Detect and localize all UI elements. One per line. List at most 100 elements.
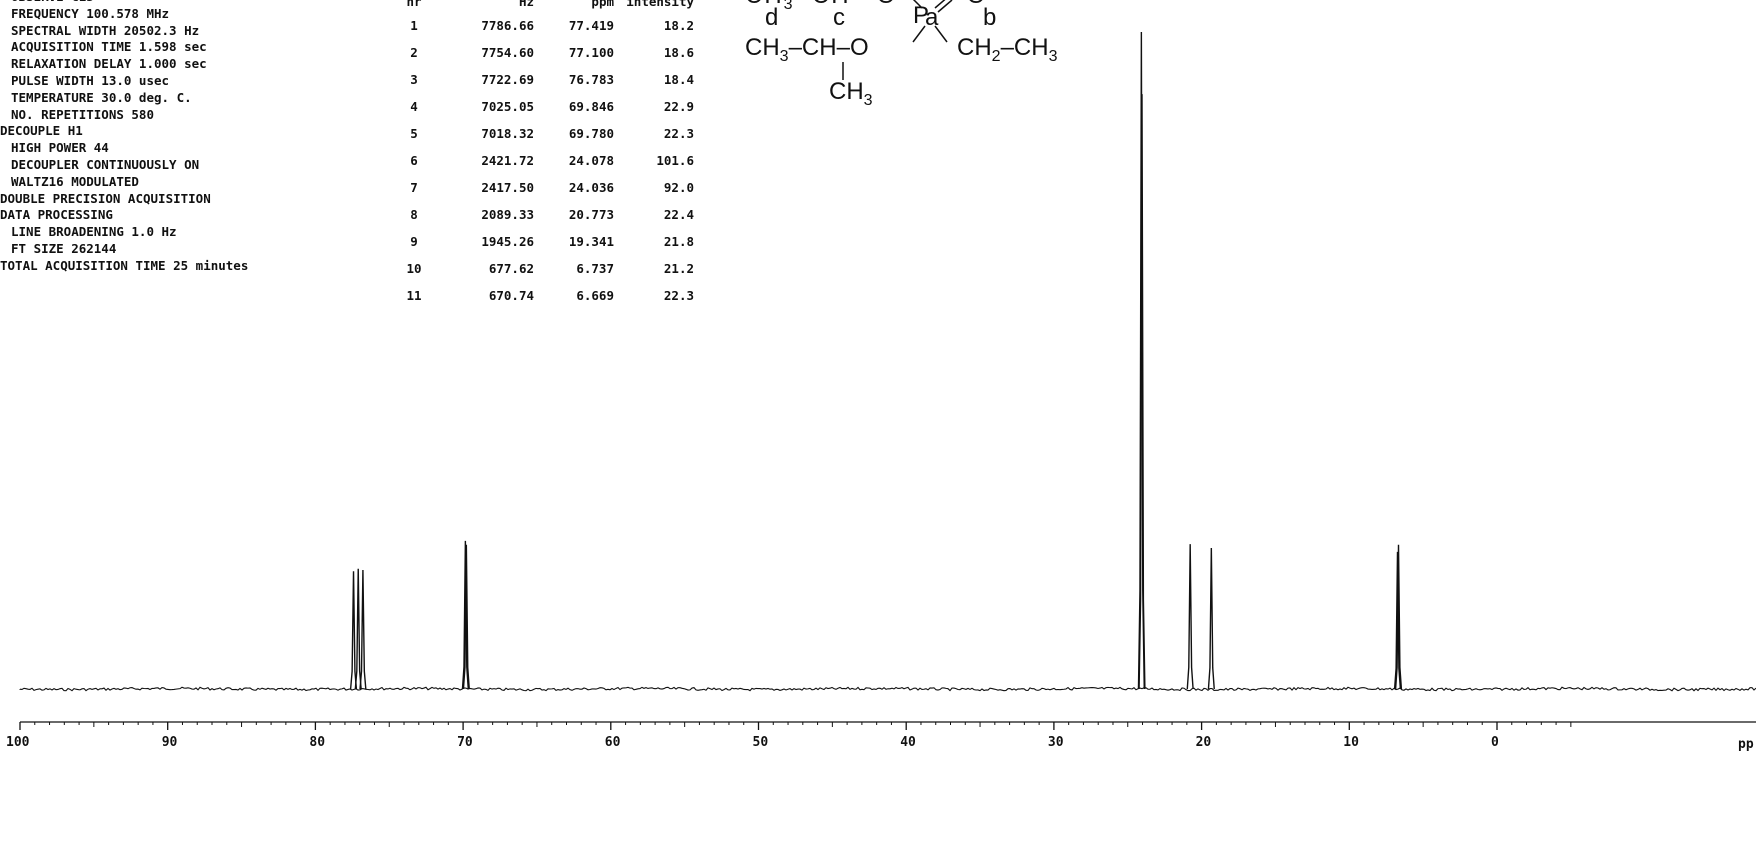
cell-ppm: 76.783 xyxy=(568,72,614,87)
x-tick-label: 70 xyxy=(457,735,473,750)
parameter-line: WALTZ16 MODULATED xyxy=(11,173,139,189)
cell-hz: 7786.66 xyxy=(481,18,534,33)
cell-ppm: 69.846 xyxy=(568,99,614,114)
peak-5 xyxy=(462,544,470,690)
cell-intensity: 18.4 xyxy=(663,72,694,87)
structure-isopropoxy: CH3–CH–O xyxy=(745,34,869,65)
cell-ppm: 19.341 xyxy=(568,234,614,249)
peak-3 xyxy=(359,570,367,690)
cell-intensity: 18.2 xyxy=(663,18,694,33)
parameter-line: DATA PROCESSING xyxy=(0,207,113,223)
parameter-line: TOTAL ACQUISITION TIME 25 minutes xyxy=(0,257,249,273)
peak-7 xyxy=(1138,94,1146,690)
x-tick-label: 10 xyxy=(1343,735,1359,750)
cell-nr: 11 xyxy=(406,288,422,303)
structure-bonds xyxy=(842,0,953,80)
cell-hz: 2417.50 xyxy=(481,180,534,195)
cell-nr: 2 xyxy=(410,45,418,60)
parameter-line: DECOUPLER CONTINUOUSLY ON xyxy=(11,156,200,172)
peak-2 xyxy=(354,568,362,690)
cell-hz: 670.74 xyxy=(488,288,534,303)
x-tick-label: 40 xyxy=(900,735,916,750)
cell-ppm: 69.780 xyxy=(568,126,614,141)
header-ppm: ppm xyxy=(591,0,614,9)
table-row: 6 2421.72 24.078 101.6 xyxy=(396,147,702,174)
cell-nr: 3 xyxy=(410,72,418,87)
cell-intensity: 92.0 xyxy=(663,180,694,195)
parameter-line: FREQUENCY 100.578 MHz xyxy=(11,5,170,21)
x-tick-label: 100 xyxy=(6,735,30,750)
peak-9 xyxy=(1207,548,1215,690)
parameter-line: OBSERVE C13 xyxy=(0,0,360,6)
parameter-line: DECOUPLE H1 xyxy=(0,123,83,139)
cell-intensity: 22.3 xyxy=(663,288,694,303)
acquisition-parameters: OBSERVE C13FREQUENCY 100.578 MHzSPECTRAL… xyxy=(0,0,360,275)
cell-hz: 677.62 xyxy=(488,261,534,276)
cell-nr: 10 xyxy=(406,261,422,276)
cell-intensity: 22.3 xyxy=(663,126,694,141)
parameter-line: SPECTRAL WIDTH 20502.3 Hz xyxy=(11,22,200,38)
cell-intensity: 22.4 xyxy=(663,207,694,222)
parameter-line: TEMPERATURE 30.0 deg. C. xyxy=(11,89,192,105)
cell-intensity: 21.8 xyxy=(663,234,694,249)
table-row: 2 7754.60 77.100 18.6 xyxy=(396,39,702,66)
x-tick-label: 30 xyxy=(1048,735,1064,750)
cell-hz: 2421.72 xyxy=(481,153,534,168)
cell-nr: 6 xyxy=(410,153,418,168)
x-tick-label: 20 xyxy=(1196,735,1212,750)
x-tick-label: 90 xyxy=(162,735,178,750)
parameter-line: HIGH POWER 44 xyxy=(11,140,109,156)
structure-ethyl: CH2–CH3 xyxy=(957,34,1058,65)
parameter-line: DOUBLE PRECISION ACQUISITION xyxy=(0,190,211,206)
cell-hz: 7754.60 xyxy=(481,45,534,60)
label-d: d xyxy=(765,4,779,31)
cell-nr: 1 xyxy=(410,18,418,33)
x-axis-unit-label: pp xyxy=(1738,737,1754,752)
x-tick-label: 80 xyxy=(309,735,325,750)
parameter-line: FT SIZE 262144 xyxy=(11,240,117,256)
header-intensity: intensity xyxy=(626,0,694,9)
peak-4 xyxy=(461,540,469,690)
peaks xyxy=(349,31,1403,690)
cell-hz: 1945.26 xyxy=(481,234,534,249)
parameter-line: RELAXATION DELAY 1.000 sec xyxy=(11,56,207,72)
baseline-trace xyxy=(19,686,1756,692)
x-tick-label: 0 xyxy=(1491,735,1499,750)
phosphorus-atom: P xyxy=(913,2,930,29)
peak-10 xyxy=(1393,551,1402,690)
structure-top-row: CH3 CH O O xyxy=(745,0,985,13)
baseline xyxy=(19,686,1756,692)
parameter-line: LINE BROADENING 1.0 Hz xyxy=(11,224,177,240)
cell-ppm: 6.737 xyxy=(576,261,614,276)
cell-hz: 7722.69 xyxy=(481,72,534,87)
label-b: b xyxy=(983,4,997,31)
cell-ppm: 20.773 xyxy=(568,207,614,222)
cell-nr: 4 xyxy=(410,99,418,114)
cell-ppm: 77.100 xyxy=(568,45,614,60)
parameter-line: NO. REPETITIONS 580 xyxy=(11,106,154,122)
x-tick-label: 50 xyxy=(753,735,769,750)
structure-methyl: CH3 xyxy=(829,78,873,109)
label-c: c xyxy=(833,4,845,31)
parameter-line: PULSE WIDTH 13.0 usec xyxy=(11,72,170,88)
header-nr: nr xyxy=(406,0,422,9)
peak-8 xyxy=(1186,544,1194,690)
cell-intensity: 101.6 xyxy=(656,153,694,168)
cell-hz: 7018.32 xyxy=(481,126,534,141)
cell-intensity: 18.6 xyxy=(663,45,694,60)
header-hz: Hz xyxy=(518,0,534,9)
x-tick-label: 60 xyxy=(605,735,621,750)
parameter-line: ACQUISITION TIME 1.598 sec xyxy=(11,39,207,55)
label-a: a xyxy=(925,4,939,31)
cell-ppm: 24.078 xyxy=(568,153,614,168)
